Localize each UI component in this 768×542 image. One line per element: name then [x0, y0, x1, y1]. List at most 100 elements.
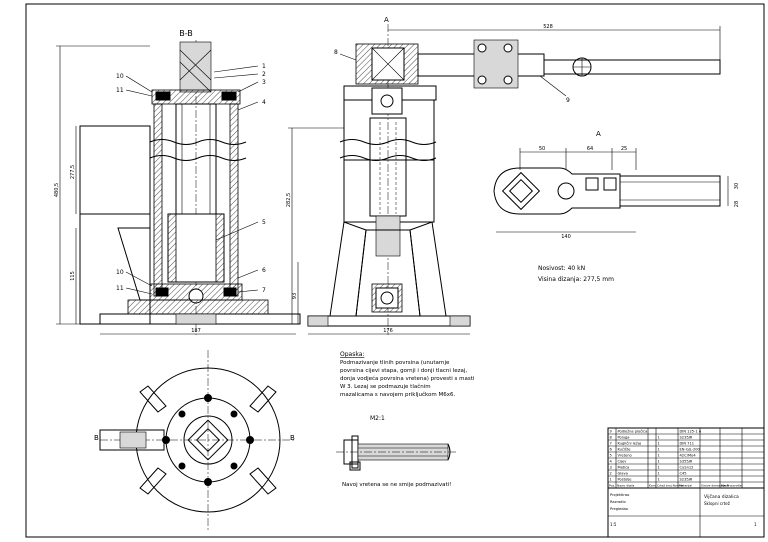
- bom-header-cell: Masa: [721, 484, 729, 488]
- bom-cell: CuSn12: [680, 466, 694, 470]
- title-block-subtitle: Sklopni crtež: [704, 501, 730, 506]
- dim-detail-h2: 28: [734, 201, 740, 207]
- balloon-11: 11: [116, 87, 124, 94]
- bom-cell: C45: [680, 472, 687, 476]
- title-block-sheet: 1: [754, 522, 757, 527]
- dim-detail-total: 140: [561, 234, 571, 240]
- bom-cell: 2: [610, 472, 612, 476]
- spec-lift: Visina dizanja: 277,5 mm: [538, 276, 614, 283]
- title-block-checked: Pregledao: [610, 507, 628, 511]
- spec-load: Nosivost: 40 kN: [538, 265, 585, 272]
- note-line-2: povrsina cijevi stapa, gornji i donji tl…: [340, 368, 467, 374]
- bom-cell: 1: [658, 472, 660, 476]
- bom-cell: Glava: [618, 472, 628, 476]
- bom-cell: 1: [658, 478, 660, 482]
- note-line-3: donja vodjeća povrsina vretena) provesti…: [340, 375, 475, 382]
- balloon-6: 6: [262, 267, 266, 274]
- bom-cell: 1: [658, 460, 660, 464]
- dim-detail-w1: 50: [539, 146, 545, 152]
- bom-cell: Kućište: [618, 448, 632, 452]
- detail-m21-view: M2:1 Navoj vretena se ne smije podmaziva…: [336, 415, 456, 488]
- bom-cell: 1: [658, 436, 660, 440]
- bom-cell: S235JR: [680, 436, 693, 440]
- bom-cell: 4: [610, 460, 613, 464]
- title-block-title: Vijčana dizalica: [704, 493, 739, 500]
- balloon-10: 10: [116, 73, 124, 80]
- bom-cell: EN-GJL-200: [680, 448, 701, 452]
- balloon-11b: 11: [116, 285, 124, 292]
- bom-cell: S355JR: [680, 460, 693, 464]
- bom-header-cell: Sirove dimenzije Proizvođač: [701, 484, 743, 488]
- title-block-drawn: Razradio: [610, 500, 626, 504]
- balloon-7: 7: [262, 287, 266, 294]
- drawing-frame: [25, 3, 765, 538]
- bom-cell: 7: [610, 442, 612, 446]
- detail-m21-title: M2:1: [370, 415, 385, 422]
- bom-cell: 1: [658, 454, 660, 458]
- bom-header-cell: Poz.: [609, 484, 615, 488]
- balloon-1: 1: [262, 63, 266, 70]
- bom-cell: Matica: [618, 466, 630, 470]
- bom-cell: 1: [658, 466, 660, 470]
- bom-cell: 1: [610, 478, 612, 482]
- bom-cell: 5: [610, 454, 612, 458]
- bom-cell: Poluga: [618, 436, 630, 440]
- bom-cell: Kuglični ležaj: [618, 442, 641, 446]
- bom-cell: 8: [610, 436, 613, 440]
- bom-header-cell: Naziv dijela: [617, 484, 634, 488]
- section-mark-left: B: [94, 434, 99, 442]
- dim-right-width: 176: [383, 328, 393, 334]
- balloon-3: 3: [262, 79, 266, 86]
- dim-base-height: 115: [70, 271, 76, 281]
- note-line-5: mazalicama s navojem priključkom M6x6.: [340, 391, 456, 398]
- bom-cell: Cijev: [618, 460, 628, 464]
- dim-detail-w3: 25: [621, 146, 627, 152]
- note-heading: Opaska:: [340, 351, 364, 358]
- bom-cell: DIN 125-1 A: [680, 430, 702, 434]
- bom-cell: Postolje: [618, 478, 633, 482]
- bom-cell: 6: [610, 448, 613, 452]
- detail-a-view: A 50 64 25 140 30 28: [493, 130, 740, 240]
- section-mark-right: B: [290, 434, 295, 442]
- bom-header-cell: Kom.: [649, 484, 657, 488]
- dim-base-width: 187: [191, 328, 201, 334]
- dim-right-small: 93: [292, 293, 298, 299]
- balloon-9: 9: [566, 97, 570, 104]
- balloon-4: 4: [262, 99, 266, 106]
- dim-detail-w2: 64: [587, 146, 593, 152]
- bom-cell: Podložna pločica: [618, 430, 648, 434]
- top-view: B B: [94, 350, 296, 530]
- balloon-2: 2: [262, 71, 266, 78]
- bom-header-cell: Crtež broj Norma: [657, 484, 683, 488]
- note-line-4: W 3. Lezaj se podmazuje tlačnim: [340, 383, 431, 390]
- dim-detail-h1: 30: [734, 183, 740, 189]
- bom-cell: DIN 711: [680, 442, 695, 446]
- balloon-5: 5: [262, 219, 266, 226]
- bom-cell: S235JR: [680, 478, 693, 482]
- dim-right-height: 282,5: [286, 193, 292, 207]
- bom-cell: 3: [610, 466, 612, 470]
- front-view: A 528 8 9: [286, 16, 721, 335]
- title-block-designed: Projektirao: [610, 493, 629, 497]
- dim-stroke: 277,5: [70, 165, 76, 179]
- note-block: Opaska: Podmazivanje tlinih povrsina (un…: [340, 351, 475, 398]
- detail-a-title: A: [596, 130, 601, 138]
- bom-cell: 9: [610, 430, 613, 434]
- section-bb-view: B-B: [54, 29, 301, 335]
- section-a-label: A: [384, 16, 389, 24]
- dim-overall-height: 480,5: [54, 183, 60, 197]
- title-block-scale: 1:5: [610, 522, 617, 527]
- detail-note: Navoj vretena se ne smije podmazivati!: [342, 482, 451, 488]
- bom-header-cell: Materijal: [679, 484, 692, 488]
- balloon-10b: 10: [116, 269, 124, 276]
- balloon-8: 8: [334, 49, 338, 56]
- section-bb-title: B-B: [179, 29, 193, 38]
- note-line-1: Podmazivanje tlinih povrsina (unutarnje: [340, 360, 450, 366]
- bom-cell: 42CrMo4: [680, 454, 697, 458]
- bom-cell: 1: [658, 448, 660, 452]
- bom-cell: 1: [658, 442, 660, 446]
- bom-cell: Vreteno: [618, 454, 632, 458]
- dim-lever-length: 528: [543, 24, 553, 30]
